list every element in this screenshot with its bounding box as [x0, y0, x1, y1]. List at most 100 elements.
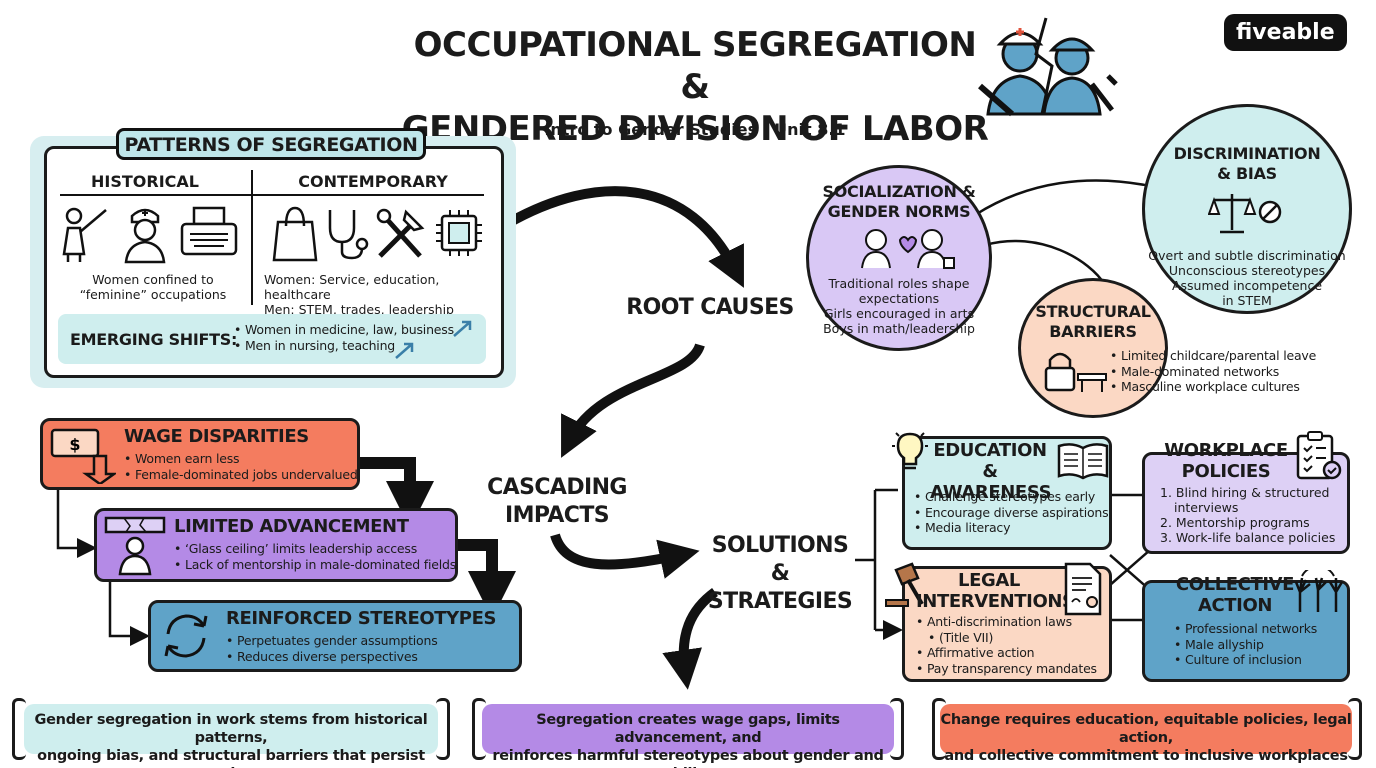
summary-line: Segregation creates wage gaps, limits ad…	[536, 712, 840, 746]
collective-title-line-2: ACTION	[1197, 595, 1273, 616]
reinforced-stereotypes-title: REINFORCED STEREOTYPES	[226, 608, 497, 629]
collective-item: Professional networks	[1174, 621, 1317, 637]
structural-item: Limited childcare/parental leave	[1110, 348, 1316, 364]
shopping-bag-icon	[272, 206, 318, 262]
collective-title-line-1: COLLECTIVE	[1175, 574, 1295, 595]
connector-wage-advancement	[56, 490, 97, 558]
cascading-impacts-label: CASCADING IMPACTS	[482, 474, 632, 530]
emerging-shifts-label: EMERGING SHIFTS:	[70, 330, 238, 349]
connector-social-structural	[984, 239, 1107, 286]
solutions-line-1: SOLUTIONS &	[711, 533, 849, 586]
summary-root-causes: Gender segregation in work stems from hi…	[24, 704, 438, 768]
wage-item: Female-dominated jobs undervalued	[124, 467, 358, 483]
connector-solutions-bracket	[855, 488, 898, 630]
discrimination-title-line-1: DISCRIMINATION	[1173, 144, 1321, 163]
cycle-arrows-icon	[164, 614, 208, 658]
contemporary-line-2: Men: STEM, trades, leadership	[264, 302, 454, 317]
discrimination-line: in STEM	[1222, 293, 1272, 308]
money-down-icon: $	[50, 428, 116, 484]
socialization-circle	[806, 165, 992, 351]
children-icon	[861, 229, 955, 269]
summary-bracket-left-2	[472, 698, 486, 760]
workplace-item: 3. Work-life balance policies	[1160, 530, 1336, 545]
summary-line: reinforces harmful stereotypes about gen…	[492, 748, 884, 768]
typewriter-icon	[180, 206, 238, 256]
emerging-shift-item: Women in medicine, law, business	[234, 322, 454, 338]
education-title-line-1: EDUCATION &	[933, 440, 1047, 482]
glass-ceiling-icon	[104, 516, 166, 576]
discrimination-line: Overt and subtle discrimination	[1148, 248, 1346, 263]
stethoscope-icon	[328, 210, 369, 260]
socialization-line: expectations	[858, 291, 940, 306]
education-item: Media literacy	[914, 520, 1108, 536]
structural-title-line-1: STRUCTURAL	[1035, 302, 1151, 321]
legal-item-sub-text: (Title VII)	[938, 629, 994, 645]
historical-heading: HISTORICAL	[91, 172, 199, 191]
raised-hands-icon	[1294, 570, 1344, 612]
legal-item-sub: (Title VII)	[916, 630, 1097, 646]
connector-advancement-stereotypes	[108, 582, 150, 646]
legal-item: Pay transparency mandates	[916, 661, 1097, 677]
scale-bias-icon	[1208, 194, 1282, 234]
contemporary-caption: Women: Service, education, healthcare Me…	[264, 272, 500, 317]
solutions-line-2: STRATEGIES	[707, 589, 853, 614]
summary-bracket-left-1	[12, 698, 26, 760]
summary-bracket-right-1	[436, 698, 450, 760]
lightbulb-icon	[892, 432, 928, 470]
structural-title-line-2: BARRIERS	[1049, 322, 1137, 341]
tools-icon	[376, 208, 425, 258]
workplace-item: 1. Blind hiring & structured	[1160, 485, 1330, 500]
education-list: Challenge stereotypes early Encourage di…	[914, 489, 1109, 536]
connector-social-discrimination	[974, 179, 1146, 217]
certificate-icon	[1064, 562, 1102, 616]
open-book-icon	[1057, 443, 1109, 480]
svg-text:$: $	[69, 435, 80, 454]
contemporary-heading: CONTEMPORARY	[298, 172, 448, 191]
socialization-line: Traditional roles shape	[828, 276, 970, 291]
page-title: OCCUPATIONAL SEGREGATION & GENDERED DIVI…	[395, 24, 995, 150]
historical-caption: Women confined to “feminine” occupations	[58, 272, 248, 302]
collective-item: Culture of inclusion	[1174, 652, 1317, 668]
title-line-1: OCCUPATIONAL SEGREGATION &	[413, 25, 977, 107]
contemporary-line-1: Women: Service, education, healthcare	[264, 272, 440, 302]
chip-icon	[436, 210, 482, 256]
gavel-icon	[885, 562, 924, 607]
structural-item: Masculine workplace cultures	[1110, 379, 1316, 395]
summary-bracket-right-3	[1348, 698, 1362, 760]
socialization-text: Traditional roles shape expectations Gir…	[820, 276, 978, 336]
legal-title-line-2: INTERVENTIONS	[916, 591, 1075, 612]
summary-bracket-left-3	[932, 698, 946, 760]
emerging-shift-item: Men in nursing, teaching	[234, 338, 454, 354]
legal-title: LEGAL INTERVENTIONS	[916, 570, 1075, 612]
summary-line: and collective commitment to inclusive w…	[944, 748, 1348, 764]
socialization-title-line-1: SOCIALIZATION &	[822, 182, 976, 201]
discrimination-line: Assumed incompetence	[1171, 278, 1323, 293]
nurse-icon	[124, 208, 166, 264]
workplace-list: 1. Blind hiring & structured interviews …	[1160, 485, 1346, 545]
connector-cross-2	[1109, 549, 1151, 586]
limited-advancement-title: LIMITED ADVANCEMENT	[174, 516, 409, 537]
advancement-item: ‘Glass ceiling’ limits leadership access	[174, 541, 456, 557]
summary-line: ongoing bias, and structural barriers th…	[37, 748, 425, 768]
arrow-impacts-to-solutions	[550, 533, 700, 579]
arrow-solutions-down	[662, 587, 719, 690]
collective-item: Male allyship	[1174, 637, 1317, 653]
legal-item: Affirmative action	[916, 645, 1097, 661]
wage-item: Women earn less	[124, 451, 358, 467]
structural-circle	[1018, 278, 1168, 418]
arrow-wage-to-advancement	[360, 457, 434, 529]
socialization-line: Boys in math/leadership	[823, 321, 975, 336]
summary-bracket-right-2	[890, 698, 904, 760]
cascading-line-2: IMPACTS	[504, 503, 610, 528]
nurse-worker-icon	[978, 17, 1118, 117]
root-causes-label: ROOT CAUSES	[626, 295, 794, 320]
historical-caption-line-2: “feminine” occupations	[79, 287, 227, 302]
workplace-item: 2. Mentorship programs	[1160, 515, 1310, 530]
advancement-item: Lack of mentorship in male-dominated fie…	[174, 557, 456, 573]
historical-caption-line-1: Women confined to	[92, 272, 214, 287]
patterns-column-divider	[251, 170, 253, 305]
fiveable-logo[interactable]: fiveable	[1224, 14, 1347, 51]
trend-up-icon	[395, 342, 414, 359]
workplace-title-line-2: POLICIES	[1181, 461, 1271, 482]
